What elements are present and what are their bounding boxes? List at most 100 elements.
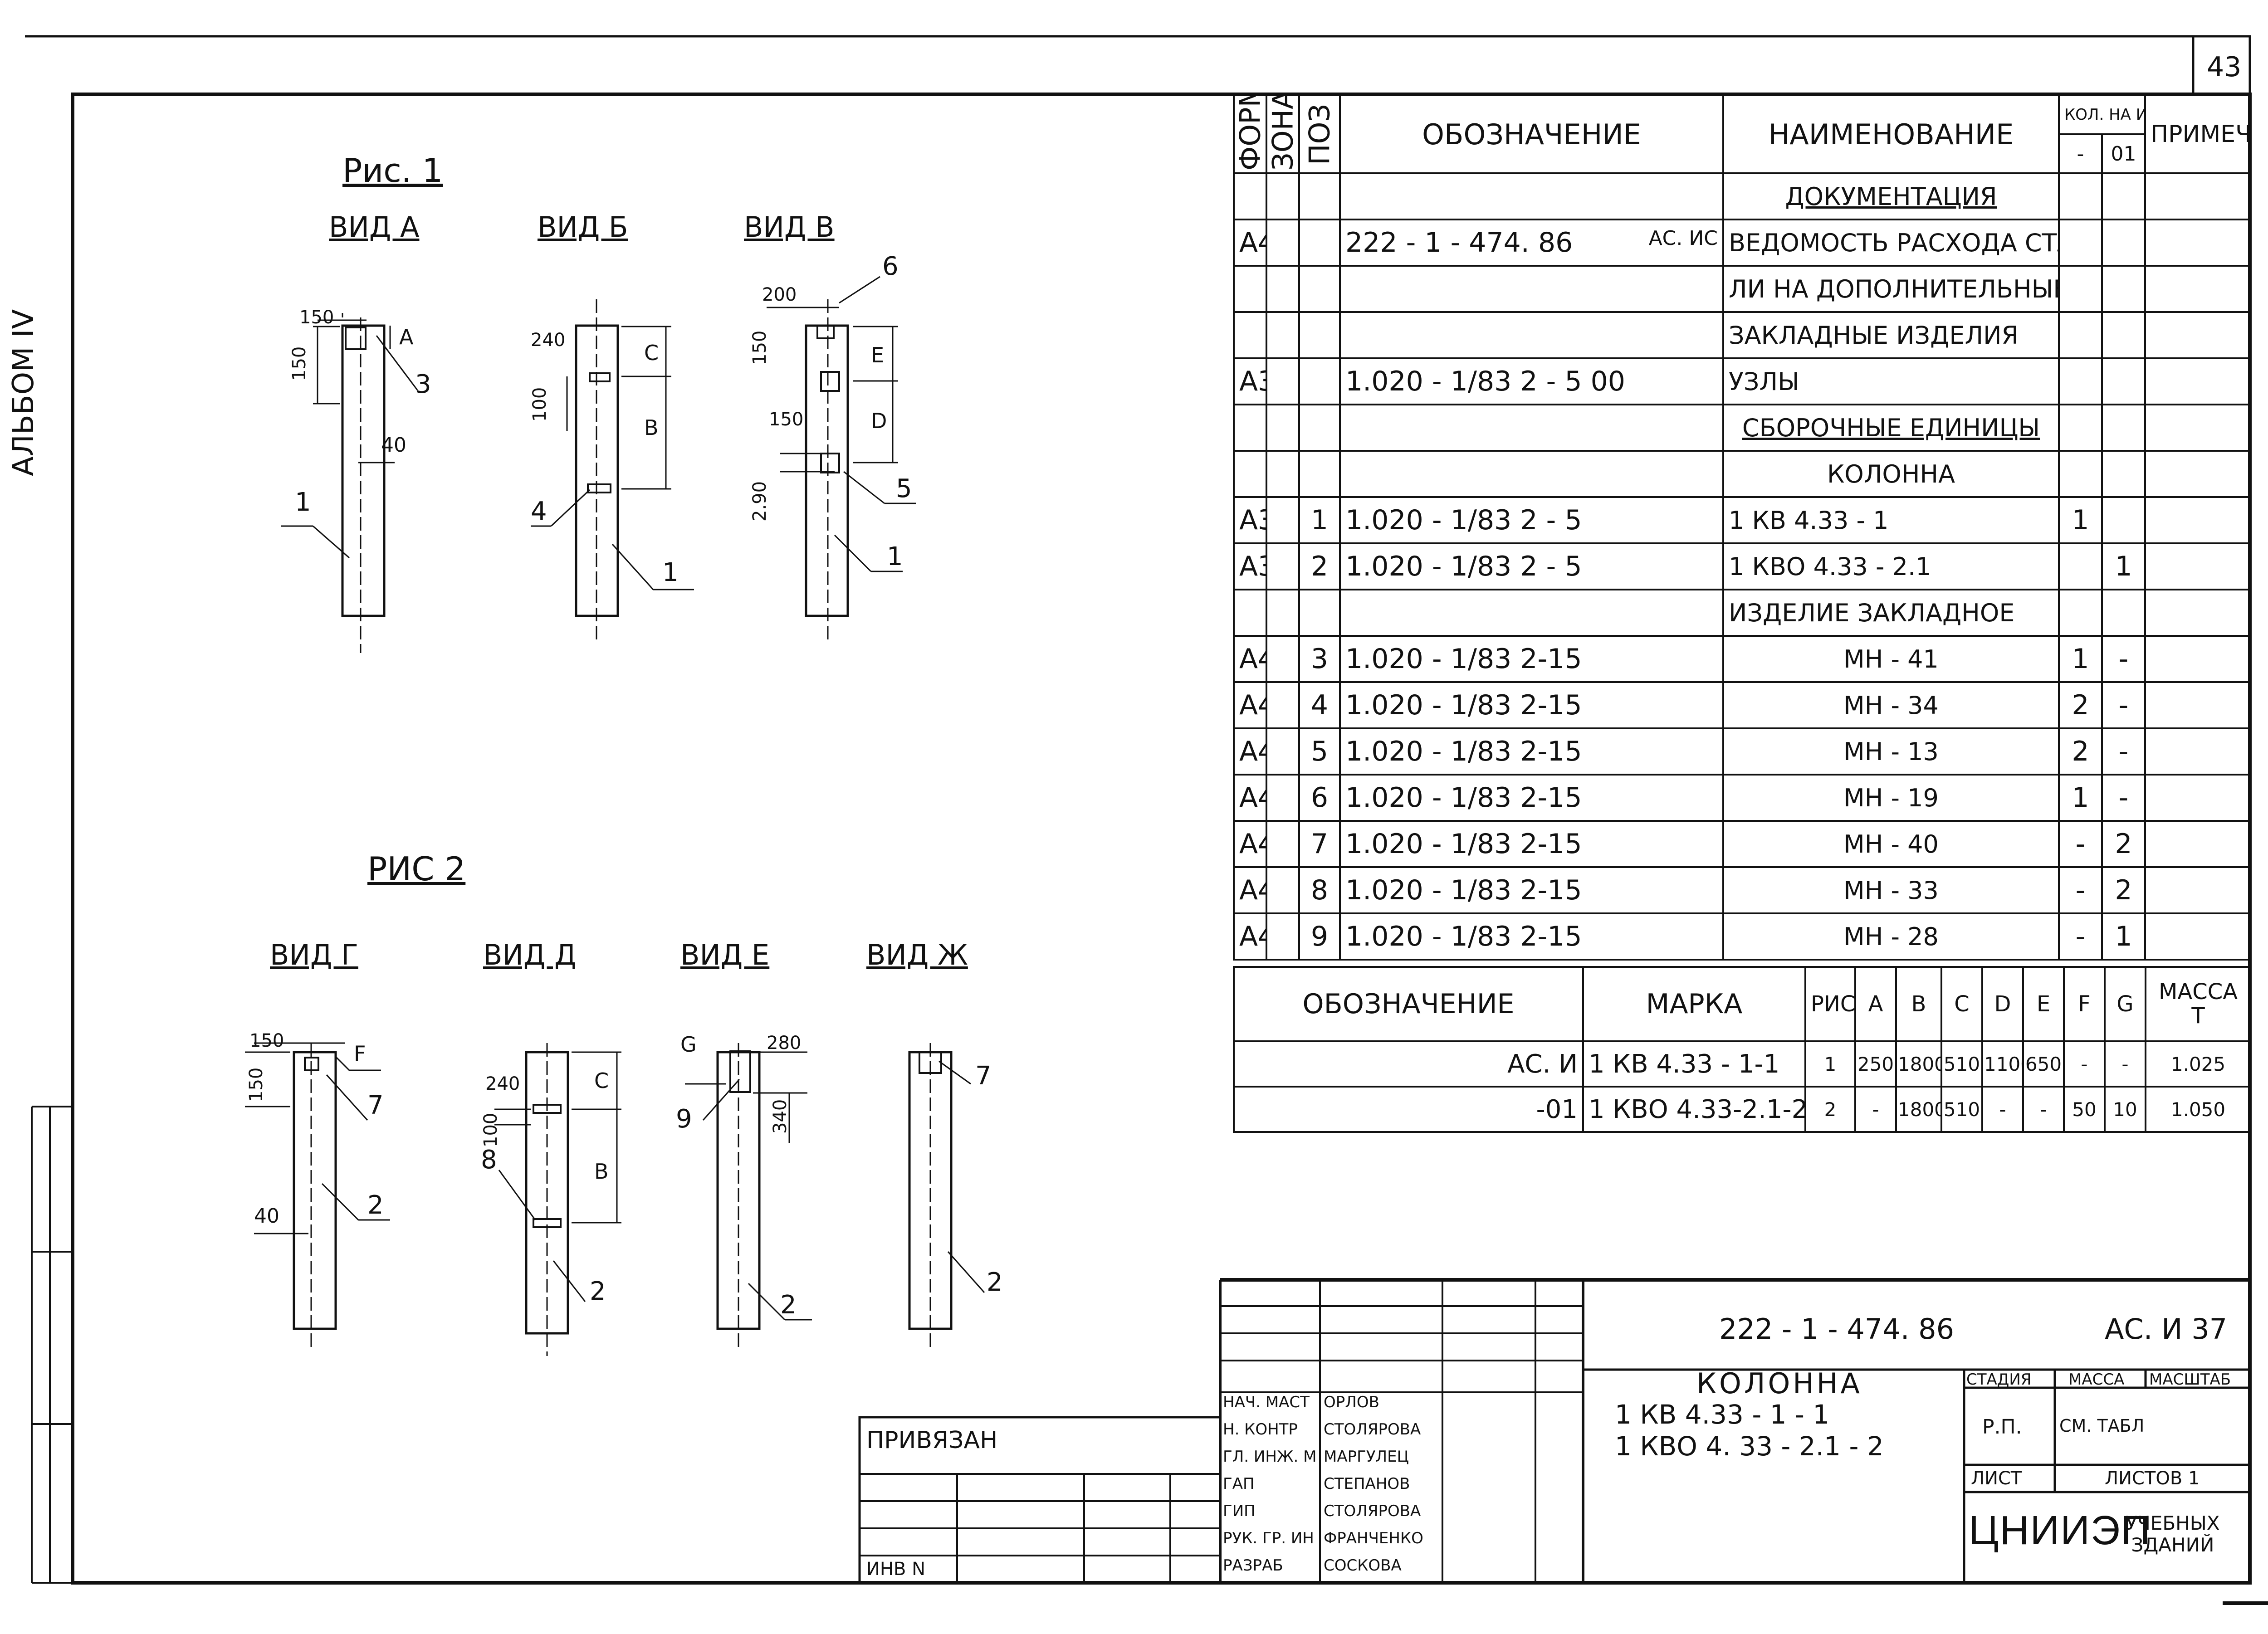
spec-pos-cell bbox=[1298, 404, 1341, 452]
spec-qty-b-cell bbox=[2101, 311, 2146, 359]
variants-cell: 10 bbox=[2104, 1086, 2146, 1133]
spec-row: ИЗДЕЛИЕ ЗАКЛАДНОЕ bbox=[1233, 589, 2252, 637]
col-designation: ОБОЗНАЧЕНИЕ bbox=[1339, 94, 1724, 174]
spec-qty-b-cell: - bbox=[2101, 727, 2146, 776]
designation-text: 1.020 - 1/83 2-15 bbox=[1345, 736, 1582, 767]
stage-value: Р.П. bbox=[1982, 1415, 2022, 1439]
callout-number: 1 bbox=[887, 542, 903, 571]
spec-name-cell: ВЕДОМОСТЬ РАСХОДА СТА- bbox=[1722, 219, 2060, 267]
spec-format-cell: А3 bbox=[1233, 542, 1267, 590]
spec-format-cell: А4 bbox=[1233, 774, 1267, 822]
spec-format-cell: А4 bbox=[1233, 820, 1267, 868]
spec-note-cell bbox=[2144, 912, 2252, 961]
spec-format-cell bbox=[1233, 265, 1267, 313]
variants-cell: 1100 bbox=[1981, 1040, 2024, 1088]
variants-cell: - bbox=[2022, 1086, 2065, 1133]
spec-name-cell: УЗЛЫ bbox=[1722, 357, 2060, 405]
designation-text: 1.020 - 1/83 2-15 bbox=[1345, 828, 1582, 860]
spec-name-cell: МН - 19 bbox=[1722, 774, 2060, 822]
sheet-label: ЛИСТ bbox=[1971, 1468, 2022, 1489]
fig2-view-zh-label: ВИД Ж bbox=[866, 938, 968, 971]
spec-qty-a-cell: 2 bbox=[2058, 681, 2103, 729]
variants-header-cell: C bbox=[1941, 966, 1983, 1042]
spec-designation-cell bbox=[1339, 265, 1724, 313]
spec-pos-cell: 7 bbox=[1298, 820, 1341, 868]
spec-qty-a-cell bbox=[2058, 172, 2103, 220]
designation-text: 1.020 - 1/83 2-15 bbox=[1345, 782, 1582, 814]
sheet-code: АС. И 37 bbox=[2105, 1312, 2228, 1346]
variants-header-cell: МАРКА bbox=[1582, 966, 1806, 1042]
variants-cell: 1.050 bbox=[2145, 1086, 2252, 1133]
sheets-label: ЛИСТОВ 1 bbox=[2105, 1468, 2200, 1489]
spec-designation-cell bbox=[1339, 450, 1724, 498]
role-title: НАЧ. МАСТ bbox=[1223, 1393, 1310, 1411]
dim-letter: B bbox=[594, 1159, 609, 1184]
spec-qty-a-cell: 2 bbox=[2058, 727, 2103, 776]
spec-qty-a-cell bbox=[2058, 450, 2103, 498]
spec-name-cell: СБОРОЧНЫЕ ЕДИНИЦЫ bbox=[1722, 404, 2060, 452]
spec-row: ЗАКЛАДНЫЕ ИЗДЕЛИЯ bbox=[1233, 311, 2252, 359]
spec-qty-b-cell bbox=[2101, 219, 2146, 267]
spec-zone-cell bbox=[1266, 727, 1300, 776]
spec-name-cell: ЛИ НА ДОПОЛНИТЕЛЬНЫЕ bbox=[1722, 265, 2060, 313]
variants-cell: -01 bbox=[1233, 1086, 1584, 1133]
fig2-title: РИС 2 bbox=[367, 850, 466, 888]
spec-pos-cell bbox=[1298, 311, 1341, 359]
spec-qty-a-cell: 1 bbox=[2058, 774, 2103, 822]
spec-note-cell bbox=[2144, 774, 2252, 822]
spec-zone-cell bbox=[1266, 172, 1300, 220]
col-qty-b: 01 bbox=[2101, 133, 2146, 174]
spec-note-cell bbox=[2144, 311, 2252, 359]
spec-format-cell bbox=[1233, 404, 1267, 452]
role-title: ГАП bbox=[1223, 1475, 1255, 1493]
spec-pos-cell: 9 bbox=[1298, 912, 1341, 961]
variants-header-cell: F bbox=[2063, 966, 2106, 1042]
variants-cell: 50 bbox=[2063, 1086, 2106, 1133]
role-person: СОСКОВА bbox=[1324, 1556, 1402, 1575]
dim-letter: E bbox=[871, 343, 885, 367]
spec-row: ДОКУМЕНТАЦИЯ bbox=[1233, 172, 2252, 220]
organization-name: УЧЕБНЫХ ЗДАНИЙ bbox=[2126, 1512, 2220, 1556]
variants-cell: 1800 bbox=[1895, 1086, 1942, 1133]
spec-name-cell: ИЗДЕЛИЕ ЗАКЛАДНОЕ bbox=[1722, 589, 2060, 637]
spec-qty-b-cell bbox=[2101, 404, 2146, 452]
spec-qty-a-cell bbox=[2058, 542, 2103, 590]
callout-number: 2 bbox=[590, 1277, 606, 1306]
spec-qty-b-cell: 1 bbox=[2101, 912, 2146, 961]
spec-pos-cell bbox=[1298, 589, 1341, 637]
spec-qty-b-cell: 2 bbox=[2101, 866, 2146, 914]
spec-qty-b-cell: - bbox=[2101, 681, 2146, 729]
variants-cell: - bbox=[1981, 1086, 2024, 1133]
spec-qty-b-cell bbox=[2101, 450, 2146, 498]
spec-designation-cell bbox=[1339, 311, 1724, 359]
dim-letter: B bbox=[644, 415, 659, 440]
spec-note-cell bbox=[2144, 450, 2252, 498]
dim-letter: C bbox=[594, 1068, 609, 1093]
dim-letter: D bbox=[871, 409, 887, 433]
spec-zone-cell bbox=[1266, 589, 1300, 637]
spec-zone-cell bbox=[1266, 265, 1300, 313]
spec-qty-b-cell bbox=[2101, 265, 2146, 313]
fig2-view-g-drawing bbox=[245, 1042, 390, 1351]
callout-number: 4 bbox=[531, 497, 547, 526]
role-person: СТОЛЯРОВА bbox=[1324, 1420, 1421, 1439]
callout-number: 8 bbox=[481, 1145, 497, 1175]
spec-qty-b-cell: 1 bbox=[2101, 542, 2146, 590]
fig1-view-a-label: ВИД А bbox=[329, 210, 420, 244]
spec-designation-cell: 1.020 - 1/83 2-15 bbox=[1339, 820, 1724, 868]
col-qty-a: - bbox=[2058, 133, 2103, 174]
spec-qty-a-cell: - bbox=[2058, 866, 2103, 914]
spec-note-cell bbox=[2144, 727, 2252, 776]
variants-header-cell: ОБОЗНАЧЕНИЕ bbox=[1233, 966, 1584, 1042]
spec-pos-cell: 1 bbox=[1298, 496, 1341, 544]
spec-name-cell: МН - 33 bbox=[1722, 866, 2060, 914]
spec-name-cell: МН - 40 bbox=[1722, 820, 2060, 868]
spec-zone-cell bbox=[1266, 311, 1300, 359]
spec-format-cell: А3 bbox=[1233, 496, 1267, 544]
variants-header-cell: A bbox=[1854, 966, 1897, 1042]
